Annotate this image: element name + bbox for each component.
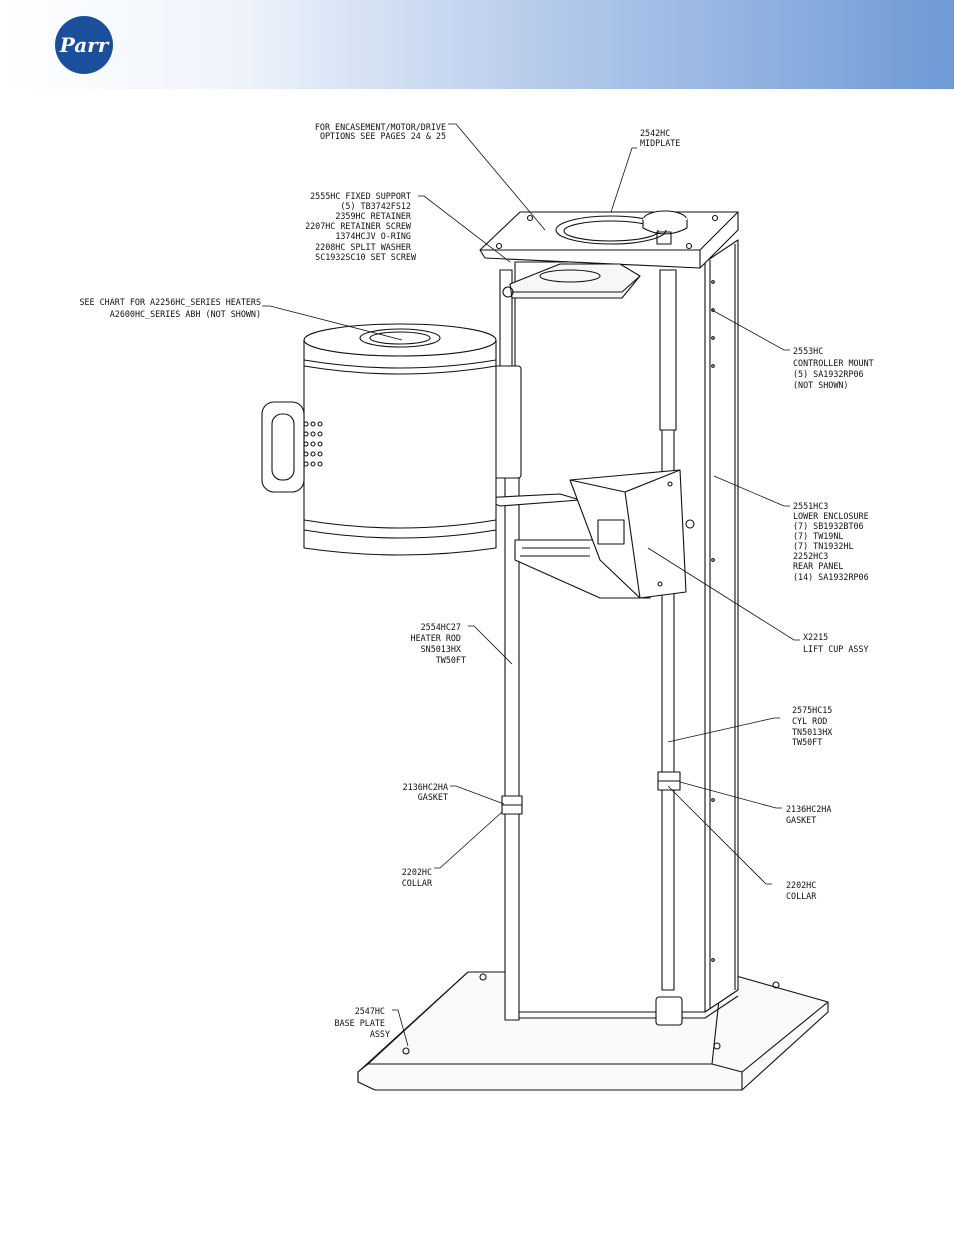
diagram-panel: [79, 97, 875, 1107]
leader-lines: [262, 123, 800, 1047]
logo-text: Parr: [59, 33, 109, 57]
callout-lower-enclosure: 2551HC3 LOWER ENCLOSURE (7) SB1932BT06 (…: [793, 501, 874, 582]
callout-controller-mount: 2553HC CONTROLLER MOUNT (5) SA1932RP06 (…: [793, 346, 879, 390]
lower-enclosure-drawing: [514, 239, 739, 1019]
fixed-support-drawing: [502, 263, 641, 299]
callout-heater-rod: 2554HC27 HEATER ROD SN5013HX TW50FT: [411, 622, 466, 665]
parr-logo: Parr: [55, 16, 113, 74]
callout-cyl-rod: 2575HC15 CYL ROD TN5013HX TW50FT: [792, 705, 837, 747]
heater-rod-drawing: [492, 269, 523, 1021]
heater-drum-drawing: [261, 323, 497, 556]
lift-cup-drawing: [479, 469, 695, 599]
callout-fixed-support: 2555HC FIXED SUPPORT (5) TB3742FS12 2359…: [305, 191, 417, 262]
midplate-drawing: [479, 210, 739, 269]
page-header-banner: Parr: [0, 0, 954, 89]
callout-base-plate: 2547HC BASE PLATE ASSY: [335, 1006, 390, 1039]
